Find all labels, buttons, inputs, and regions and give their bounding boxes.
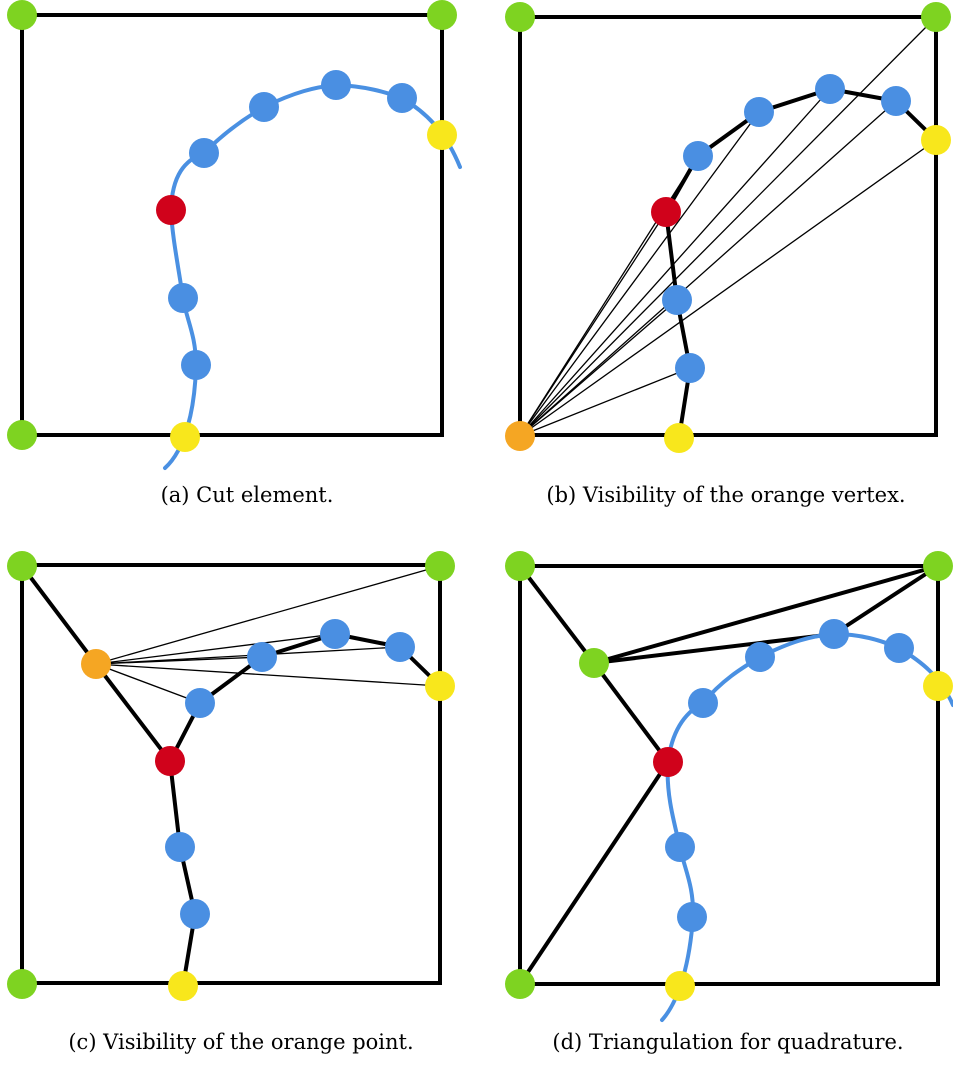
triangulation-edge [518,760,670,986]
yellow-point [664,423,694,453]
visibility-ray [519,16,937,437]
yellow-point [923,671,953,701]
red-point [156,195,186,225]
caption-d: (d) Triangulation for quadrature. [552,1030,903,1054]
green-vertex [7,551,37,581]
visibility-ray [519,367,691,437]
orange-point [81,649,111,679]
blue-point [745,642,775,672]
panel-d: (d) Triangulation for quadrature. [505,551,953,1054]
blue-point [815,74,845,104]
blue-point [675,353,705,383]
visibility-ray [519,100,897,437]
visibility-rays [519,16,937,437]
triangulation-edge [592,661,670,764]
element-square [518,564,940,986]
green-vertex [505,2,535,32]
blue-point [185,688,215,718]
visibility-ray [95,656,263,665]
yellow-point [425,671,455,701]
visibility-ray [95,565,441,665]
blue-point [677,902,707,932]
orange-vertex [505,421,535,451]
blue-point [819,619,849,649]
green-vertex [427,0,457,30]
blue-point [884,633,914,663]
red-point [155,746,185,776]
green-vertex [923,551,953,581]
blue-point [744,97,774,127]
triangulation-edges [518,564,940,986]
green-vertex [7,420,37,450]
red-point [653,747,683,777]
green-vertex [7,0,37,30]
visibility-ray [95,633,336,665]
yellow-point [170,422,200,452]
visibility-ray [519,139,937,437]
triangulation-edge [593,564,939,665]
visibility-ray [519,111,760,437]
blue-point [665,832,695,862]
blue-point [683,141,713,171]
panel-a: (a) Cut element. [7,0,462,507]
blue-point [165,832,195,862]
yellow-point [168,971,198,1001]
green-vertex [425,551,455,581]
blue-point [385,632,415,662]
element-square [20,563,442,985]
element-square [518,15,938,437]
blue-point [321,70,351,100]
panel-c: (c) Visibility of the orange point. [7,551,455,1054]
caption-a: (a) Cut element. [161,483,334,507]
green-vertex [505,551,535,581]
blue-point [189,138,219,168]
green-vertex [7,969,37,999]
blue-point [181,350,211,380]
visibility-ray [519,211,667,437]
blue-point [168,283,198,313]
blue-point [320,619,350,649]
blue-point [688,688,718,718]
blue-point [247,642,277,672]
visibility-ray [519,88,831,437]
green-vertex [505,969,535,999]
green-vertex [921,2,951,32]
interface-polyline [168,632,442,987]
interface-polyline [664,87,938,439]
visibility-ray [519,299,678,437]
element-square [20,13,444,437]
blue-point [180,899,210,929]
blue-point [662,285,692,315]
red-point [651,197,681,227]
visibility-ray [95,663,201,704]
caption-b: (b) Visibility of the orange vertex. [546,483,905,507]
visibility-rays [95,565,441,704]
triangulation-edge [832,564,940,636]
yellow-point [921,125,951,155]
visibility-ray [95,663,441,687]
blue-point [881,86,911,116]
panel-b: (b) Visibility of the orange vertex. [505,2,951,507]
caption-c: (c) Visibility of the orange point. [68,1030,413,1054]
blue-point [387,83,417,113]
green-point [579,648,609,678]
triangulation-edge [593,632,835,665]
yellow-point [665,971,695,1001]
triangulation-edge [518,564,596,665]
blue-point [249,92,279,122]
yellow-point [427,120,457,150]
